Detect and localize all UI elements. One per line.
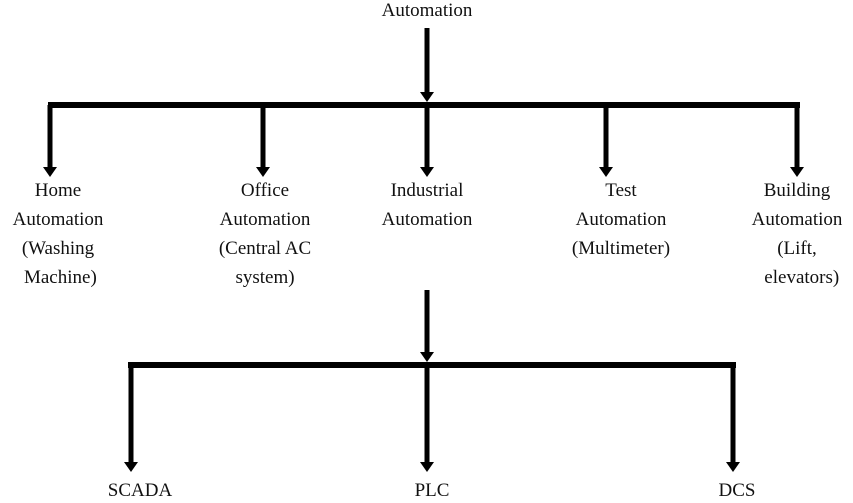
node-line: Industrial — [390, 180, 464, 201]
arrowhead-icon — [790, 167, 804, 177]
arrowhead-icon — [420, 167, 434, 177]
node-line: Automation — [381, 209, 473, 230]
arrowhead-icon — [420, 352, 434, 362]
arrowhead-icon — [43, 167, 57, 177]
node-plc: PLC — [414, 480, 450, 501]
node-line: Automation — [12, 209, 104, 230]
arrowhead-icon — [420, 92, 434, 102]
node-line: (Multimeter) — [571, 238, 671, 259]
node-line: Automation — [751, 209, 843, 230]
arrowhead-icon — [599, 167, 613, 177]
node-line: (Washing — [21, 238, 95, 259]
node-dcs: DCS — [718, 480, 756, 501]
node-line: Test — [605, 180, 637, 201]
node-line: Automation — [575, 209, 667, 230]
arrowhead-icon — [420, 462, 434, 472]
node-line: Machine) — [19, 267, 97, 288]
node-line: system) — [235, 267, 295, 288]
arrowhead-icon — [124, 462, 138, 472]
node-automation: Automation — [381, 0, 473, 21]
node-scada: SCADA — [107, 480, 173, 501]
node-line: elevators) — [754, 267, 840, 288]
node-line: (Central AC — [218, 238, 312, 259]
node-line: Automation — [219, 209, 311, 230]
arrowhead-icon — [726, 462, 740, 472]
node-line: (Lift, — [777, 238, 817, 259]
arrowhead-icon — [256, 167, 270, 177]
node-line: Home — [34, 180, 82, 201]
node-line: Office — [240, 180, 290, 201]
node-line: Building — [763, 180, 831, 201]
